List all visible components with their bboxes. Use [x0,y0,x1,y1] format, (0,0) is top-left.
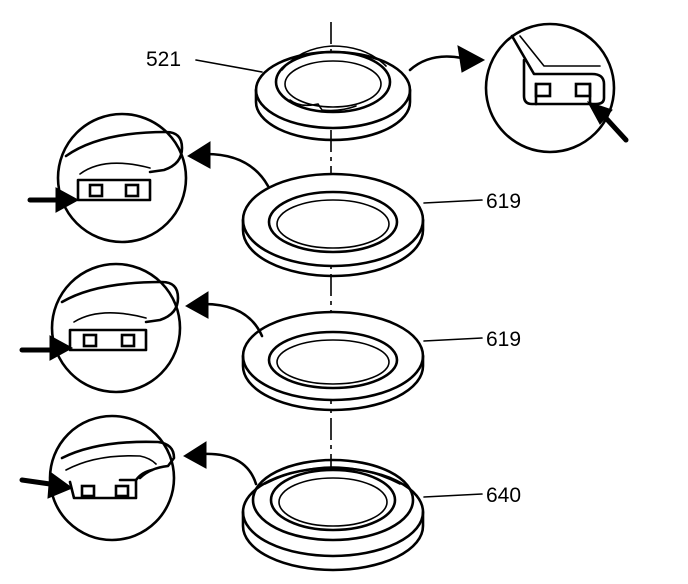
detail-circle-521 [484,22,629,154]
pointer-arrow-640 [19,471,74,499]
callout-arrow-left-3 [183,441,258,486]
pointer-arrow-619-lower [19,335,74,361]
leader-521 [195,59,263,73]
ring-640 [241,458,425,572]
callout-arrow-left-1 [187,141,270,188]
ring-619-lower [241,310,425,412]
label-640: 640 [486,484,521,507]
ring-521 [254,45,412,142]
label-619-upper: 619 [486,190,521,213]
pointer-arrow-619-upper [27,187,80,213]
callout-arrow-top-right [408,45,486,73]
detail-circle-619-upper [27,112,188,244]
callout-arrow-left-2 [185,291,264,338]
ring-619-upper [241,172,425,278]
detail-circle-640 [19,414,176,542]
label-521: 521 [146,48,181,71]
label-619-lower: 619 [486,328,521,351]
leader-640 [423,493,483,498]
pointer-arrow-521 [586,101,629,143]
leader-619-lower [423,337,483,342]
leader-619-upper [423,199,483,204]
detail-circle-619-lower [19,262,182,394]
